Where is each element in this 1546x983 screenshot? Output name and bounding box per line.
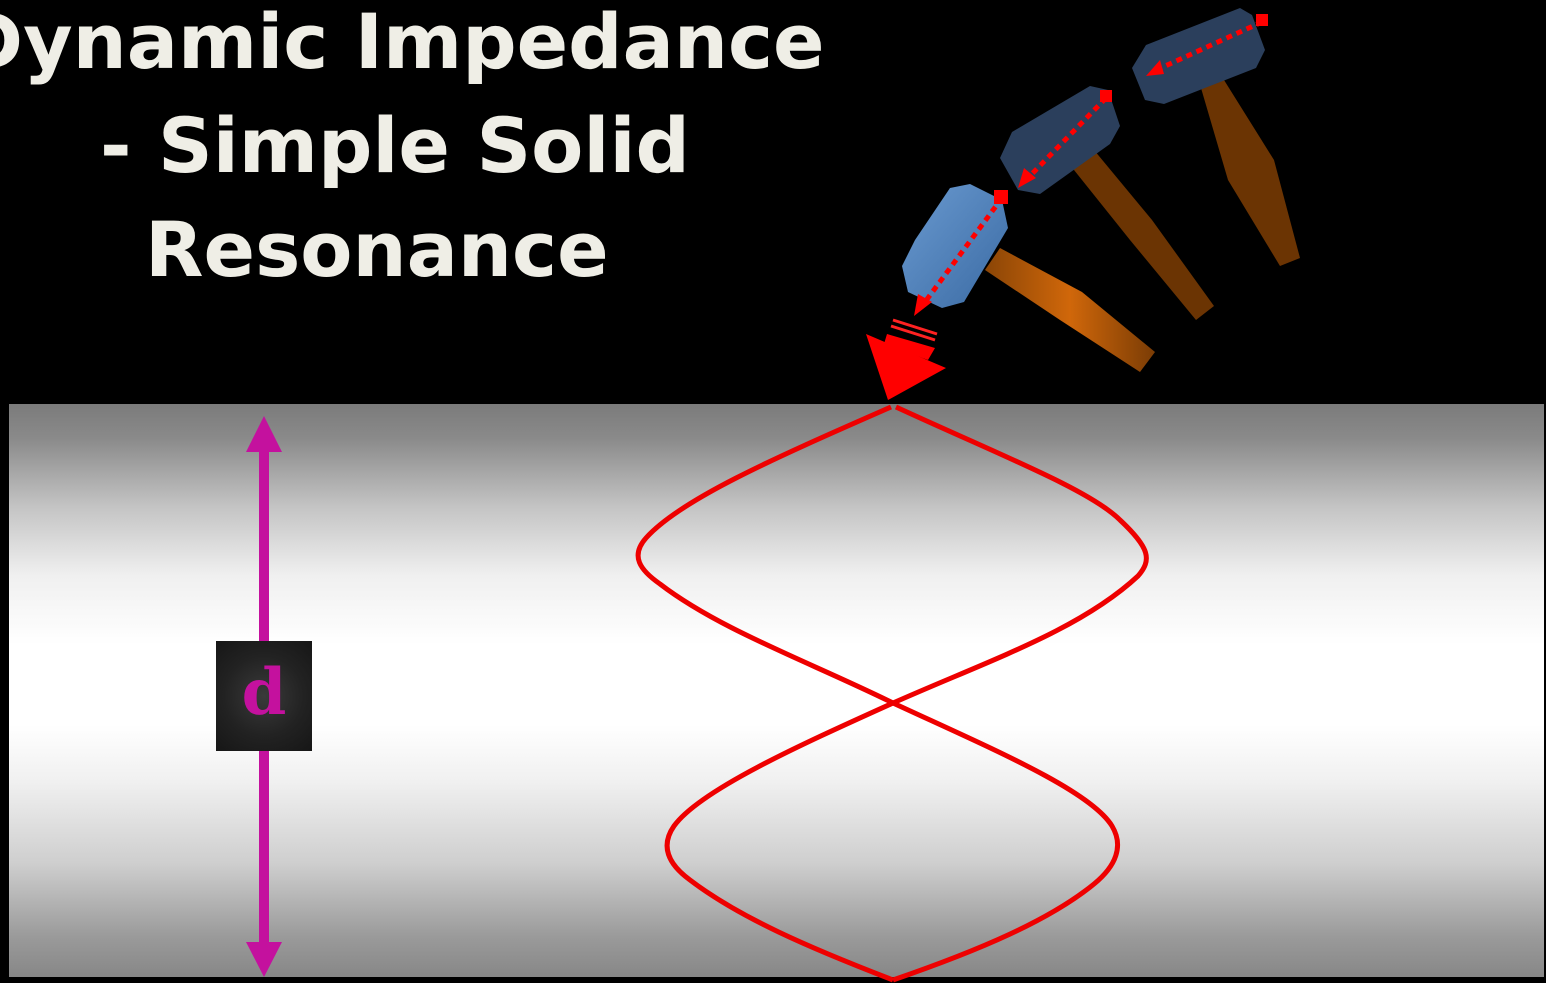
wave-lower-right	[893, 703, 1118, 980]
hammer-near-head	[902, 184, 1008, 308]
hammer-near-arrow-tail	[994, 190, 1008, 204]
resonance-wave	[638, 407, 1146, 980]
hammer-middle-arrow-tail	[1100, 90, 1112, 102]
dimension-arrow-top-head	[246, 416, 282, 452]
hammer-middle-handle	[1070, 150, 1214, 320]
hammer-near-handle	[985, 248, 1155, 372]
impact-arrow	[866, 320, 946, 400]
wave-upper-right	[893, 407, 1146, 703]
wave-upper-left	[638, 407, 893, 703]
wave-lower-left	[667, 703, 893, 980]
hammer-far-arrow-tail	[1256, 14, 1268, 26]
impact-arrow-stripe	[893, 320, 937, 334]
dimension-label: d	[242, 661, 287, 725]
dimension-label-box: d	[216, 641, 312, 751]
hammer-far-head	[1132, 8, 1265, 104]
dimension-arrow-bottom-head	[246, 942, 282, 977]
hammer-far-handle	[1201, 80, 1300, 266]
